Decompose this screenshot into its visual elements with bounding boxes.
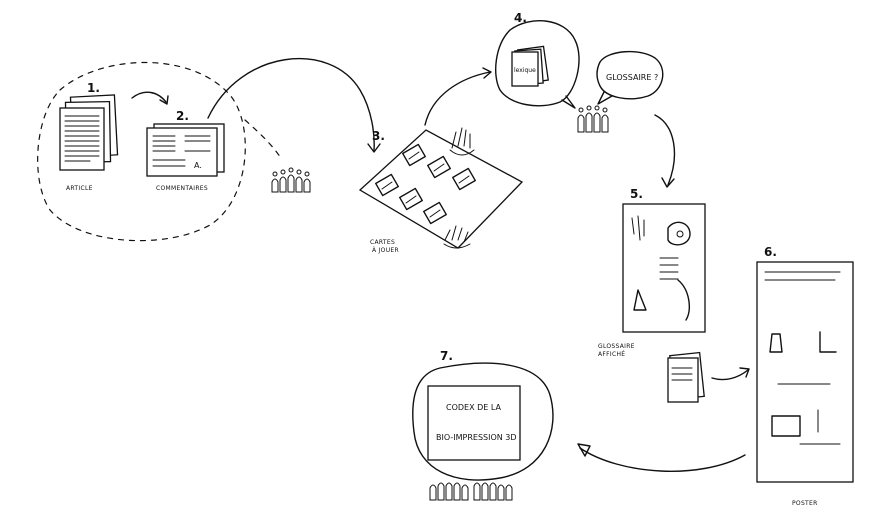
commentaires-document [146, 123, 225, 177]
group-outline-1-2 [37, 62, 246, 242]
hand-bottom-icon [443, 225, 471, 249]
step-6-label: POSTER [792, 500, 818, 507]
game-board [358, 129, 524, 249]
step-1-label: ARTICLE [66, 185, 93, 192]
arrow-4-to-5 [654, 114, 676, 186]
step-5-label-line1: GLOSSAIRE [598, 343, 635, 350]
step-3-label-line2: À JOUER [372, 247, 399, 254]
lexique-bubble [495, 20, 580, 109]
arrow-2-to-3 [207, 57, 375, 151]
codex-screen-line2: BIO-IMPRESSION 3D [436, 433, 517, 442]
glossaire-question-text: GLOSSAIRE ? [606, 73, 658, 82]
article-stack [59, 94, 119, 171]
hand-top-icon [449, 127, 475, 156]
step-4-number: 4. [514, 11, 527, 25]
arrow-1-to-2 [131, 91, 167, 103]
arrow-6-to-7 [579, 447, 746, 472]
arrow-3-to-4 [424, 71, 491, 126]
dashed-trail [244, 119, 283, 161]
people-group-3 [429, 482, 513, 501]
step-6-number: 6. [764, 245, 777, 259]
step-2-sub-label: A. [194, 161, 202, 170]
step-3-number: 3. [372, 129, 385, 143]
booklet [667, 351, 705, 403]
poster [756, 261, 854, 483]
step-1-number: 1. [87, 81, 100, 95]
step-5-number: 5. [630, 187, 643, 201]
glossaire-question-bubble [596, 50, 664, 105]
step-2-label: COMMENTAIRES [156, 185, 208, 192]
arrow-5-to-6 [711, 369, 749, 381]
codex-screen-line1: CODEX DE LA [446, 403, 502, 412]
step-2-number: 2. [176, 109, 189, 123]
glossaire-poster [622, 203, 706, 333]
step-3-label-line1: CARTES [370, 239, 395, 246]
people-group-1 [271, 167, 311, 193]
step-7-number: 7. [440, 349, 453, 363]
codex-bubble [412, 362, 554, 481]
people-group-2 [577, 105, 609, 133]
step-5-label-line2: AFFICHÉ [598, 350, 625, 358]
lexique-card-text: lexique [514, 67, 536, 74]
